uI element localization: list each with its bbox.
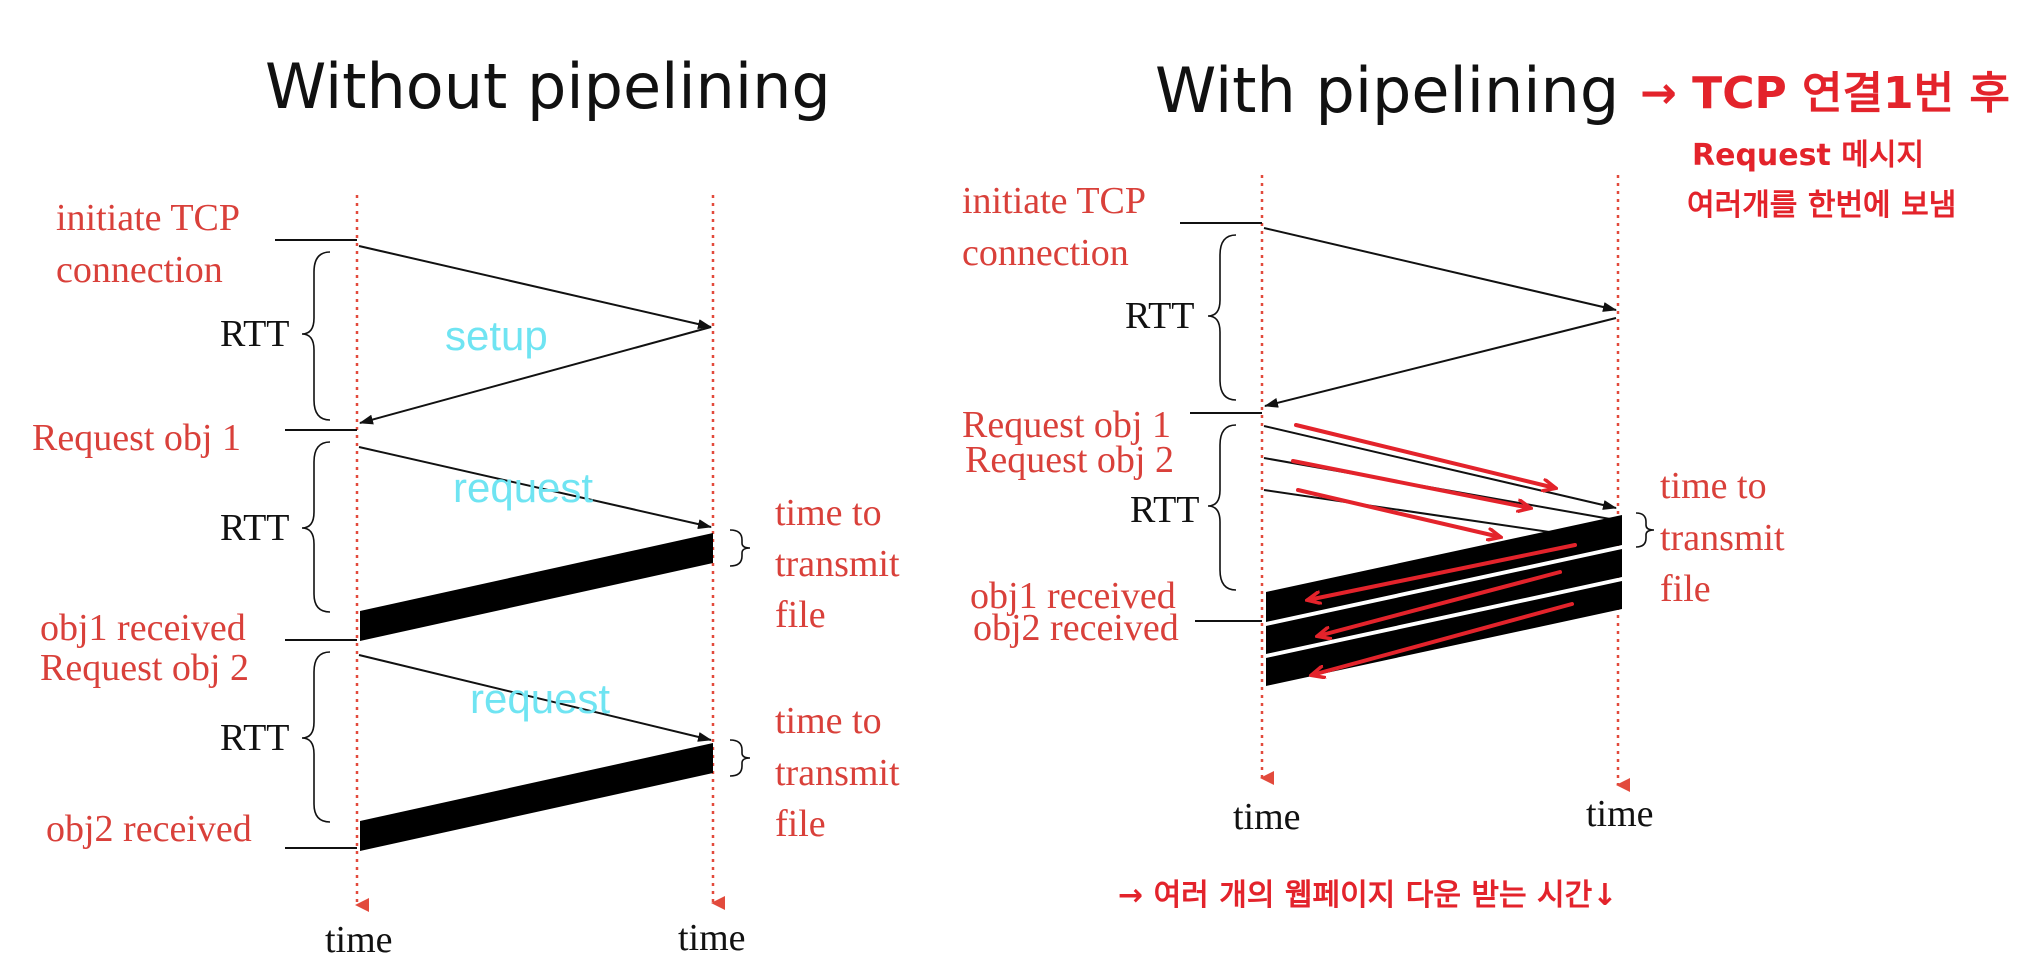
rtt-label: RTT [220,313,290,355]
initiate-tcp-label: initiate TCP [962,180,1146,222]
obj2-received-label: obj2 received [973,607,1179,649]
synack-arrow [1264,317,1617,408]
connection-label: connection [962,232,1129,274]
red-request-arrow [1294,423,1555,488]
time-to-transmit-label: time to [1660,465,1767,507]
red-response-arrow [1318,570,1562,636]
time-to-transmit-label: file [1660,568,1711,610]
rtt-brace [301,651,331,823]
request-phase-label: request [470,675,610,722]
request-arrow [1263,425,1617,510]
red-response-arrow [1312,602,1574,675]
time-label-client: time [1233,796,1301,838]
syn-arrow [1263,227,1617,312]
request-obj2-label: Request obj 2 [965,439,1174,481]
rtt-brace [301,251,331,421]
obj1-received-label: obj1 received [970,575,1176,617]
request-arrow [1263,489,1571,536]
file-transfer-bar [360,743,713,851]
request-arrow [358,446,712,529]
red-response-arrow [1308,543,1577,600]
red-request-arrow [1296,488,1500,537]
time-to-transmit-label: transmit [1660,517,1785,559]
rtt-brace [1207,234,1237,401]
rtt-label: RTT [1125,295,1195,337]
red-request-arrow [1291,459,1530,508]
transmit-brace [729,739,751,777]
time-label-server: time [678,917,746,958]
left-title: Without pipelining [265,50,831,123]
request-obj1-label: Request obj 1 [32,417,241,459]
rtt-brace [301,441,331,613]
transmit-brace [729,529,751,567]
time-label-client: time [325,919,393,958]
request-arrow [358,654,712,742]
file-transfer-bar [1266,581,1622,686]
request-phase-label: request [453,464,593,511]
time-to-transmit-label: transmit [775,543,900,585]
note-request-messages: Request 메시지 [1692,138,1924,173]
initiate-tcp-label: initiate TCP [56,197,240,239]
request-obj1-label: Request obj 1 [962,404,1171,446]
right-panel: With pipelining time time initiate TCP c… [962,54,2010,913]
rtt-brace [1207,424,1237,591]
handwritten-arrows [1291,423,1577,675]
time-to-transmit-label: time to [775,492,882,534]
time-label-server: time [1586,793,1654,835]
rtt-label: RTT [220,717,290,759]
rtt-label: RTT [1130,489,1200,531]
obj2-received-label: obj2 received [46,808,252,850]
file-transfer-bar [1266,515,1622,622]
note-download-time: → 여러 개의 웹페이지 다운 받는 시간↓ [1118,878,1617,913]
request-obj2-label: Request obj 2 [40,647,249,689]
transmit-brace [1635,512,1655,548]
obj1-received-label: obj1 received [40,607,246,649]
left-panel: Without pipelining time time initiate TC… [32,50,900,958]
connection-label: connection [56,249,223,291]
synack-arrow [359,326,712,425]
time-to-transmit-label: time to [775,700,882,742]
note-send-at-once: 여러개를 한번에 보냄 [1687,188,1956,223]
time-to-transmit-label: file [775,594,826,636]
syn-arrow [358,245,712,329]
rtt-label: RTT [220,507,290,549]
right-title: With pipelining [1155,54,1619,127]
time-to-transmit-label: file [775,803,826,845]
file-transfer-bar [360,533,713,641]
time-to-transmit-label: transmit [775,752,900,794]
setup-phase-label: setup [445,312,548,359]
note-tcp-once: → TCP 연결1번 후 [1640,68,2010,119]
